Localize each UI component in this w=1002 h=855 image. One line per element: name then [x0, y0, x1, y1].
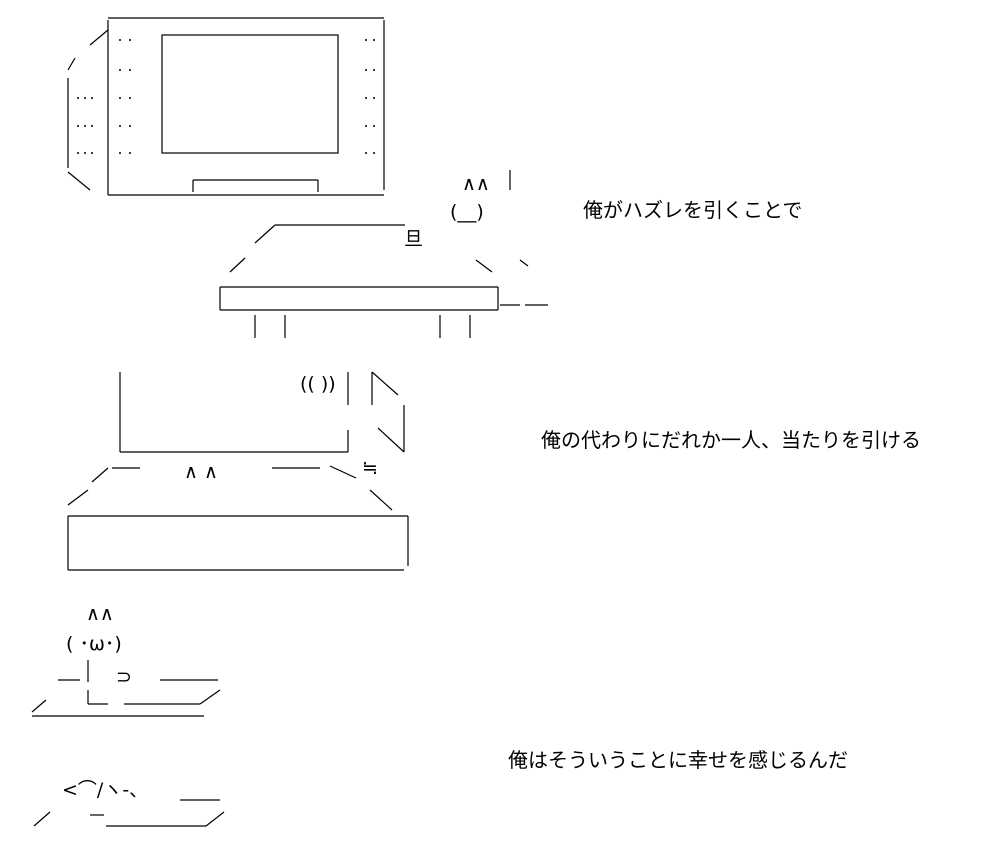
pachinko-drawing	[67, 371, 409, 571]
caption-2: 俺の代わりにだれか一人、当たりを引ける	[541, 428, 921, 452]
machine-cup: 旦	[404, 228, 423, 250]
slot-machine-drawing	[67, 17, 548, 338]
cat-face: ( ･ω･)	[66, 633, 122, 655]
caption-1: 俺がハズレを引くことで	[583, 198, 803, 222]
cat-eyes: ∧∧	[86, 603, 114, 625]
pachinko-eyes: ∧ ∧	[184, 461, 218, 483]
bottom-marks: <⌒/ヽ-、	[62, 779, 148, 801]
machine-face: (__)	[450, 201, 484, 223]
caption-3: 俺はそういうことに幸せを感じるんだ	[508, 748, 848, 772]
cat-drawing	[31, 660, 225, 827]
pachinko-symbol: ≒	[362, 457, 378, 479]
machine-eyes: ∧∧	[462, 173, 490, 195]
pachinko-marks: (( ))	[300, 373, 336, 395]
cat-arm: ⊃	[116, 666, 132, 688]
